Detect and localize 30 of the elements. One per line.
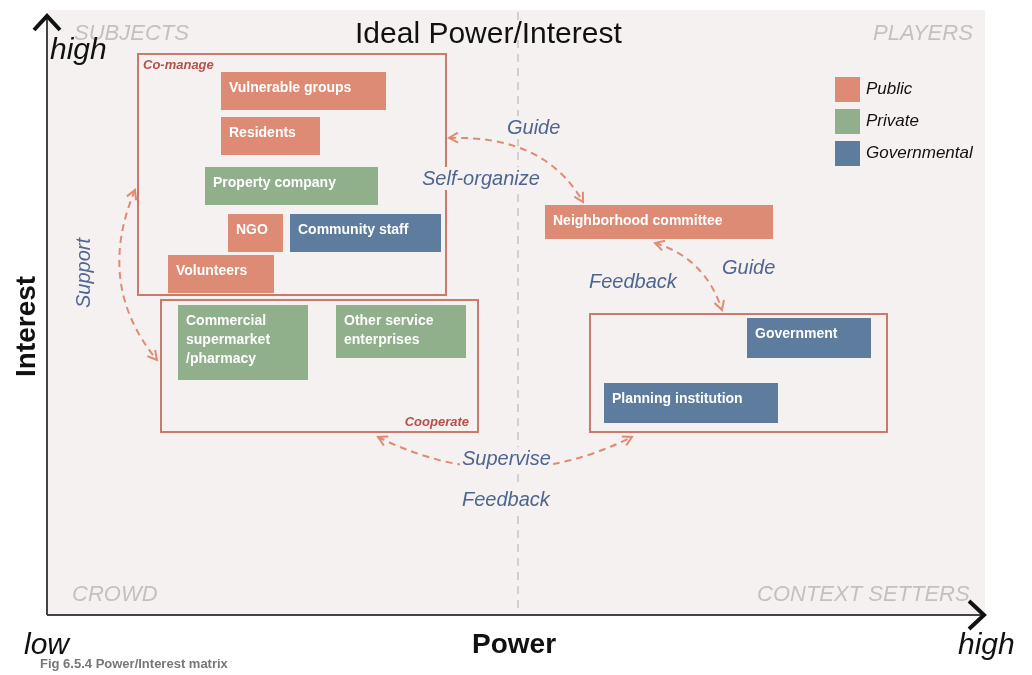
diagram-title: Ideal Power/Interest (355, 16, 622, 50)
edge-label: Supervise (460, 447, 553, 470)
axis-title: Interest (10, 275, 42, 377)
group-frame (160, 299, 479, 433)
legend-text: Private (866, 111, 919, 131)
stakeholder-box: Government (747, 318, 871, 358)
stakeholder-box: Other service enterprises (336, 305, 466, 358)
stakeholder-box: Community staff (290, 214, 441, 252)
stakeholder-box: Property company (205, 167, 378, 205)
legend-text: Governmental (866, 143, 973, 163)
stakeholder-box: Neighborhood committee (545, 205, 773, 239)
arrow-label: Self-organize (420, 167, 542, 190)
axis-title: Power (472, 628, 557, 660)
stakeholder-box: Commercial supermarket /pharmacy (178, 305, 308, 380)
group-title: Cooperate (404, 414, 469, 429)
stakeholder-box: Vulnerable groups (221, 72, 386, 110)
stakeholder-box: Residents (221, 117, 320, 155)
dashed-arrow (654, 240, 725, 311)
dashed-arrow (448, 132, 584, 203)
stakeholder-box: Volunteers (168, 255, 274, 293)
arrow-label: Feedback (589, 270, 677, 293)
dashed-arrow (118, 189, 158, 361)
group-title: Co-manage (143, 57, 214, 72)
group-frame (589, 313, 888, 433)
arrow-label: Feedback (460, 488, 552, 511)
stakeholder-box: NGO (228, 214, 283, 252)
axis-label: high (958, 627, 1015, 661)
stakeholder-box: Planning institution (604, 383, 778, 423)
edge-label: Guide (505, 116, 563, 139)
legend-text: Public (866, 79, 913, 99)
